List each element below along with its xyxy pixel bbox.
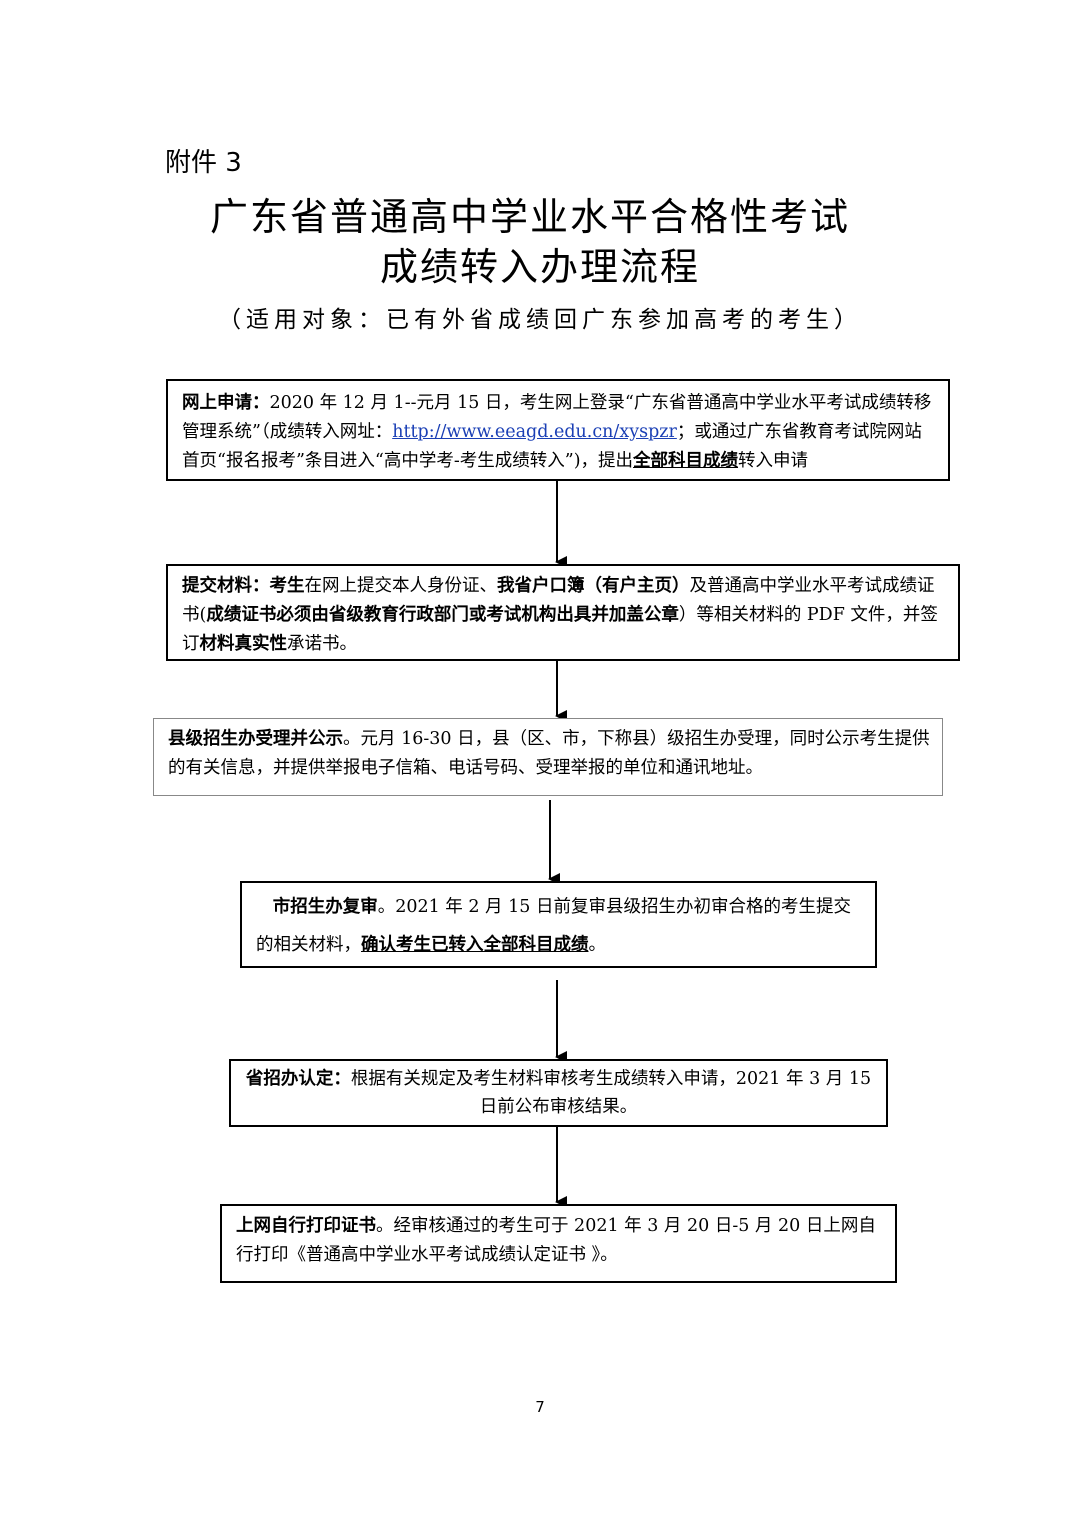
step-text: 及普通高中学业水平考试成绩证书( — [182, 576, 935, 625]
page-title-line1: 广东省普通高中学业水平合格性考试 — [209, 195, 850, 239]
page-number: 7 — [535, 1398, 545, 1416]
step-emphasis: 全部科目成绩 — [633, 451, 739, 471]
page-title-line2: 成绩转入办理流程 — [379, 245, 700, 289]
step-print-certificate: 上网自行打印证书。经审核通过的考生可于 2021 年 3 月 20 日-5 月 … — [220, 1204, 897, 1283]
step-heading: 市招生办复审 — [272, 897, 378, 917]
step-city-review: 市招生办复审。2021 年 2 月 15 日前复审县级招生办初审合格的考生提交的… — [240, 881, 877, 968]
step-province-approval: 省招办认定：根据有关规定及考生材料审核考生成绩转入申请，2021 年 3 月 1… — [229, 1059, 888, 1127]
step-heading: 上网自行打印证书 — [236, 1216, 376, 1236]
step-heading: 省招办认定： — [245, 1069, 351, 1089]
step-text: 转入申请 — [738, 451, 809, 471]
step-text: 在网上提交本人身份证、 — [304, 576, 498, 596]
application-url-link[interactable]: http://www.eeagd.edu.cn/xyspzr — [392, 422, 677, 442]
step-text: 。 — [588, 935, 607, 955]
step-submit-materials: 提交材料：考生在网上提交本人身份证、我省户口簿（有户主页）及普通高中学业水平考试… — [166, 564, 960, 661]
step-bold: 考生 — [269, 576, 305, 596]
step-heading: 提交材料： — [182, 576, 270, 596]
step-bold: 材料真实性 — [199, 634, 288, 654]
step-text: ；或通过广东省教育考试院网站首页“报名报考”条目进入“高中学考-考生成绩转入”)… — [182, 422, 922, 471]
step-text: 。经审核通过的考生可于 2021 年 3 月 20 日-5 月 20 日上网自行… — [236, 1216, 876, 1265]
step-heading: 网上申请： — [182, 393, 270, 413]
step-text: 承诺书。 — [287, 634, 357, 654]
step-text: 。元月 16-30 日，县（区、市，下称县）级招生办受理，同时公示考生提供的有关… — [168, 729, 930, 778]
step-text: 根据有关规定及考生材料审核考生成绩转入申请，2021 年 3 月 15 日前公布… — [350, 1069, 872, 1117]
step-text: 。2021 年 2 月 15 日前复审县级招生办初审合格的考生提交的相关材料， — [256, 897, 851, 955]
attachment-label: 附件 3 — [165, 148, 242, 178]
step-emphasis: 确认考生已转入全部科目成绩 — [361, 935, 589, 955]
step-bold: 我省户口簿（有户主页） — [497, 576, 690, 596]
step-heading: 县级招生办受理并公示 — [168, 729, 343, 749]
step-text: ）等相关材料的 PDF 文件，并签订 — [182, 605, 938, 654]
step-online-application: 网上申请：2020 年 12 月 1--元月 15 日，考生网上登录“广东省普通… — [166, 379, 950, 481]
subtitle: （适用对象：已有外省成绩回广东参加高考的考生） — [218, 307, 862, 333]
step-county-review: 县级招生办受理并公示。元月 16-30 日，县（区、市，下称县）级招生办受理，同… — [153, 718, 943, 796]
step-text: 2020 年 12 月 1--元月 15 日，考生网上登录“广东省普通高中学业水… — [182, 393, 932, 442]
step-bold: 成绩证书必须由省级教育行政部门或考试机构出具并加盖公章 — [206, 605, 679, 625]
